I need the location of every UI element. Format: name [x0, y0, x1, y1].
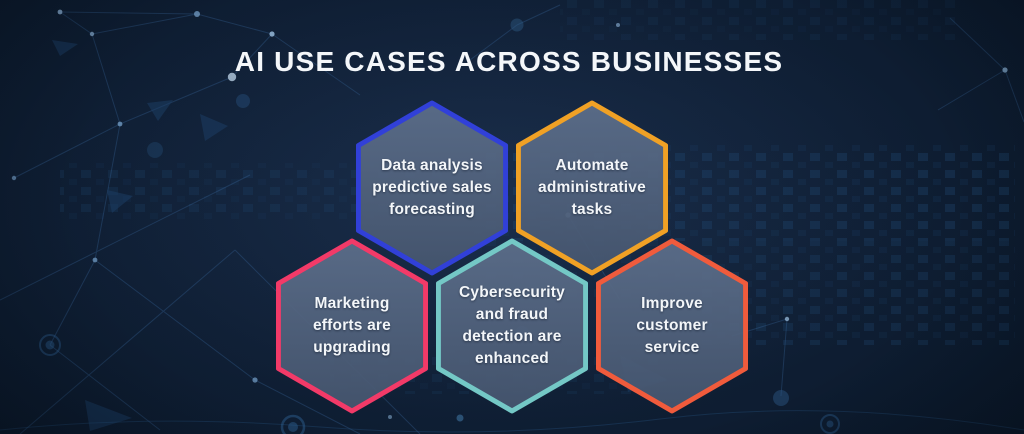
- hexagon-label-line: Marketing: [314, 295, 390, 312]
- hexagon-customer-service: Improve customer service: [596, 238, 748, 414]
- hexagon-label-line: Data analysis: [381, 157, 483, 174]
- hexagon-label-line: and fraud: [475, 306, 549, 323]
- hexagon-label-line: forecasting: [389, 201, 475, 218]
- hexagon-label-line: detection are: [462, 328, 562, 345]
- hexagon-label-line: Automate: [555, 157, 629, 174]
- hexagon-label-line: Cybersecurity: [459, 284, 565, 301]
- page-title: AI USE CASES ACROSS BUSINESSES: [234, 46, 784, 77]
- hexagon-marketing: Marketing efforts are upgrading: [276, 238, 428, 414]
- hexagon-cybersecurity: Cybersecurity and fraud detection are en…: [436, 238, 588, 414]
- hexagon-label-line: Improve: [641, 295, 703, 312]
- hexagon-label-line: enhanced: [475, 350, 549, 367]
- hexagon-label: Cybersecurity and fraud detection are en…: [446, 238, 578, 414]
- hexagon-label-line: customer: [636, 317, 708, 334]
- hexagon-label-line: administrative: [538, 179, 646, 196]
- hexagon-label-line: predictive sales: [372, 179, 492, 196]
- hexagon-label-line: efforts are: [312, 317, 391, 334]
- hexagon-label: Marketing efforts are upgrading: [286, 238, 418, 414]
- hexagon-label-line: upgrading: [313, 339, 391, 356]
- hexagon-label-line: tasks: [571, 201, 613, 218]
- hexagon-label: Improve customer service: [606, 238, 738, 414]
- hexagon-label-line: service: [644, 339, 700, 356]
